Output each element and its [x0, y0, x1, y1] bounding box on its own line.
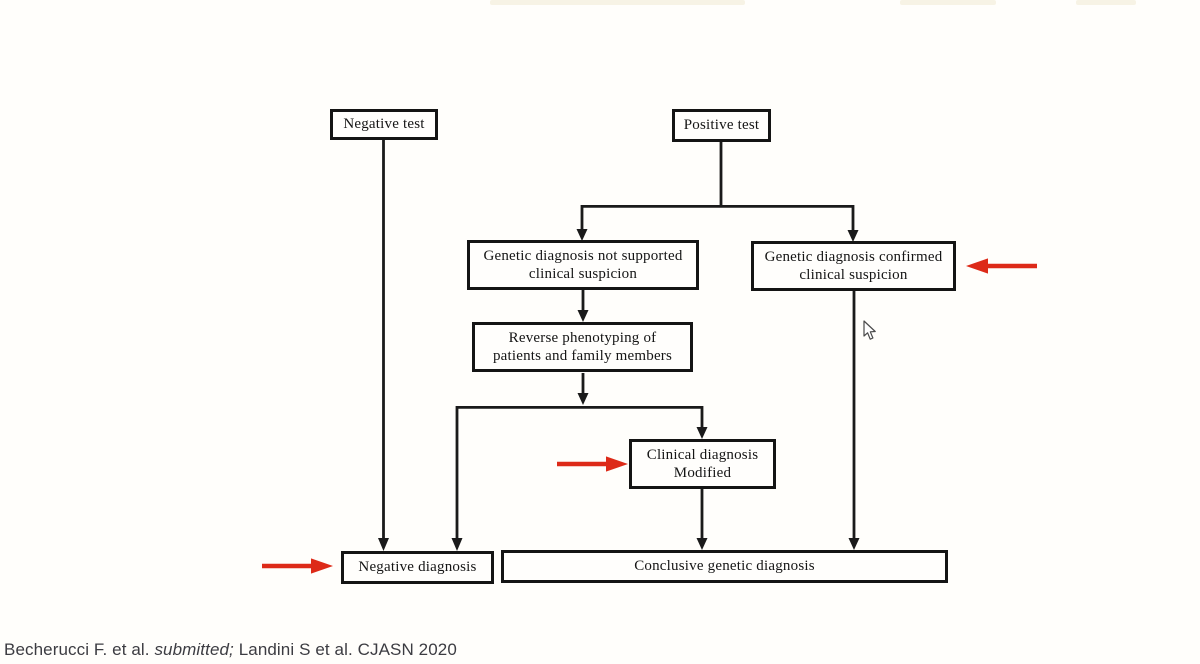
node-label-line1: Genetic diagnosis not supported [483, 247, 683, 264]
node-label-line2: clinical suspicion [799, 267, 908, 283]
node-label-line1: Reverse phenotyping of [508, 329, 657, 346]
edge-top-split [580, 205, 855, 230]
citation-text: Becherucci F. et al. submitted; Landini … [4, 640, 457, 660]
citation-part3: Landini S et al. CJASN 2020 [233, 640, 457, 659]
edge-lower-split [455, 406, 704, 539]
node-label-line2: clinical suspicion [528, 266, 638, 282]
red-arrow-right-icon [262, 558, 333, 574]
node-conclusive-genetic-diagnosis: Conclusive genetic diagnosis [501, 550, 948, 583]
node-label-line1: Genetic diagnosis confirmed [764, 248, 943, 265]
node-label: Negative test [343, 116, 425, 133]
red-arrow-right-icon [557, 456, 628, 472]
citation-part1: Becherucci F. et al. [4, 640, 155, 659]
node-label-line1: Clinical diagnosis [646, 446, 759, 463]
node-label: Negative diagnosis [358, 559, 477, 576]
node-reverse-phenotyping: Reverse phenotyping of patients and fami… [472, 322, 693, 372]
node-label-line2: patients and family members [492, 348, 673, 364]
node-positive-test: Positive test [672, 109, 771, 142]
scan-smudge [900, 0, 996, 5]
red-arrow-left-icon [966, 258, 1037, 274]
mouse-cursor-icon [863, 320, 876, 340]
node-genetic-diagnosis-confirmed: Genetic diagnosis confirmed clinical sus… [751, 241, 956, 291]
node-label-line2: Modified [673, 465, 732, 481]
scan-smudge [1076, 0, 1136, 5]
citation-italic: submitted; [154, 640, 234, 659]
node-label: Conclusive genetic diagnosis [634, 558, 815, 575]
node-genetic-diagnosis-not-supported: Genetic diagnosis not supported clinical… [467, 240, 699, 290]
node-negative-diagnosis: Negative diagnosis [341, 551, 494, 584]
node-label: Positive test [683, 117, 760, 134]
scan-smudge [490, 0, 745, 5]
node-negative-test: Negative test [330, 109, 438, 140]
node-clinical-diagnosis-modified: Clinical diagnosis Modified [629, 439, 776, 489]
